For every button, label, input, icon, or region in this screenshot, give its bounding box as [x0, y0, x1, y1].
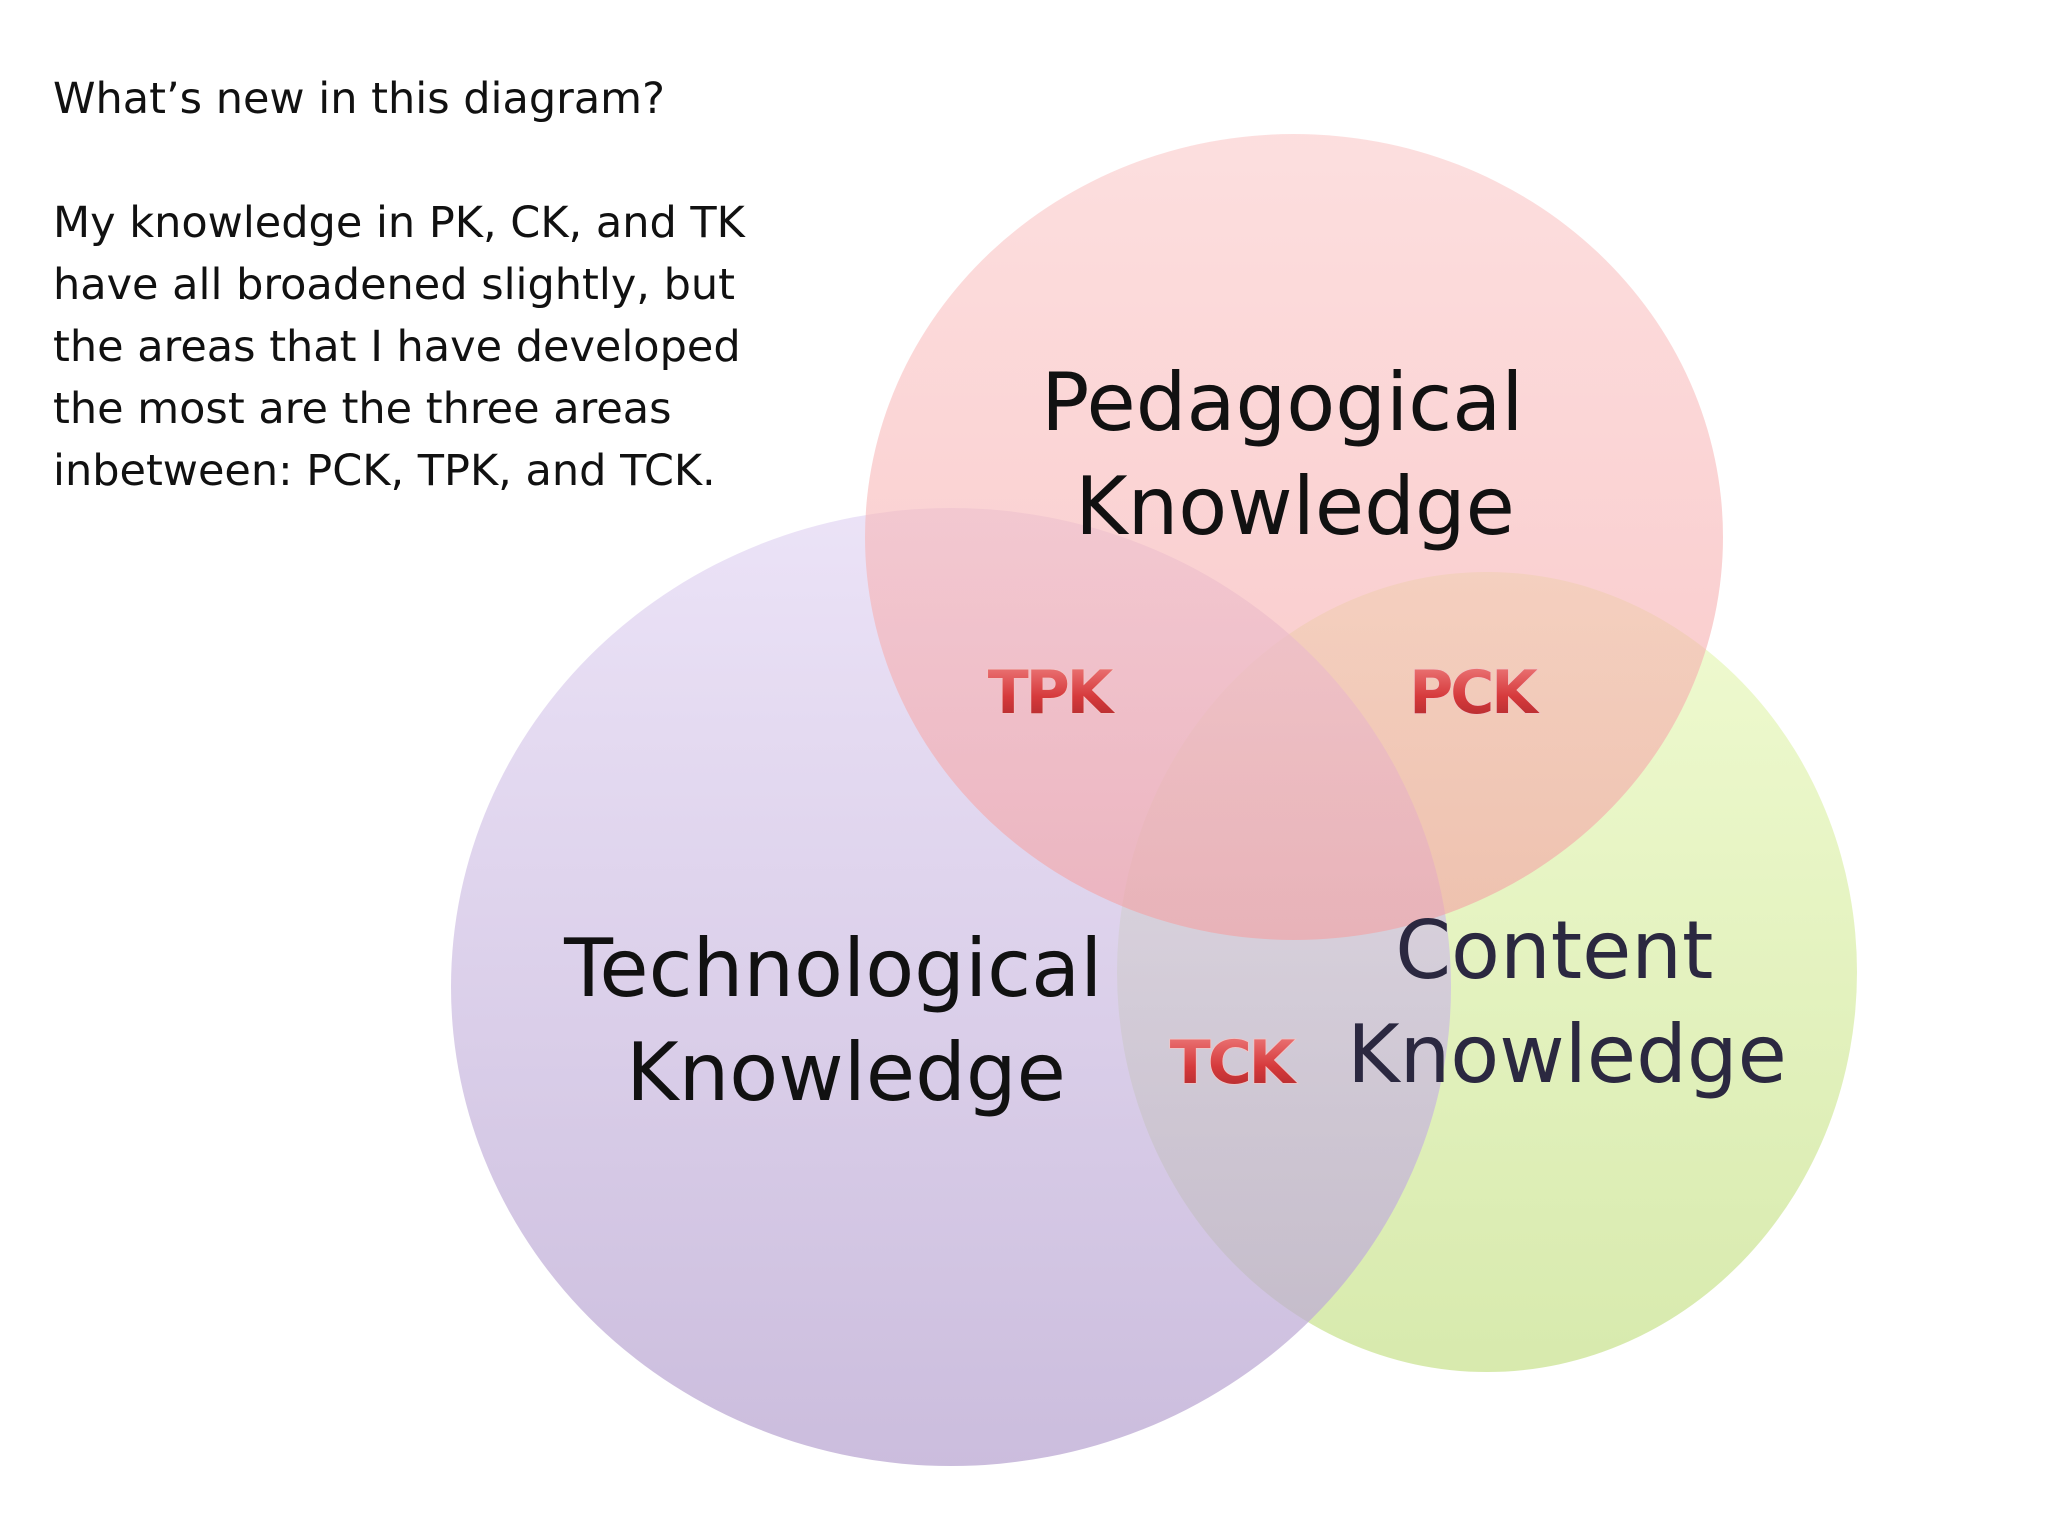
pck-label: PCK — [1409, 658, 1540, 728]
tpk-label: TPK — [988, 658, 1116, 728]
intro-body-line: My knowledge in PK, CK, and TK — [53, 198, 745, 248]
pedagogical-knowledge-circle — [865, 134, 1723, 940]
content-label-line: Content — [1395, 904, 1713, 997]
intro-text: What’s new in this diagram? My knowledge… — [53, 68, 773, 502]
technological-knowledge-label: Technological Knowledge — [563, 922, 1128, 1119]
pedagogical-label-line: Pedagogical — [1041, 356, 1523, 449]
technological-label-line: Technological — [563, 922, 1102, 1015]
tck-label: TCK — [1170, 1028, 1298, 1098]
circles — [451, 134, 1857, 1466]
content-label-line: Knowledge — [1347, 1008, 1787, 1101]
content-knowledge-label: Content Knowledge — [1347, 904, 1787, 1101]
intro-body-line: have all broadened slightly, but — [53, 260, 736, 310]
intro-body-line: inbetween: PCK, TPK, and TCK. — [53, 446, 716, 496]
intro-body-line: the areas that I have developed — [53, 322, 741, 372]
intro-question: What’s new in this diagram? — [53, 74, 665, 124]
pedagogical-label-line: Knowledge — [1075, 460, 1515, 553]
intro-body-line: the most are the three areas — [53, 384, 672, 434]
technological-label-line: Knowledge — [626, 1026, 1066, 1119]
pedagogical-knowledge-label: Pedagogical Knowledge — [1041, 356, 1549, 553]
